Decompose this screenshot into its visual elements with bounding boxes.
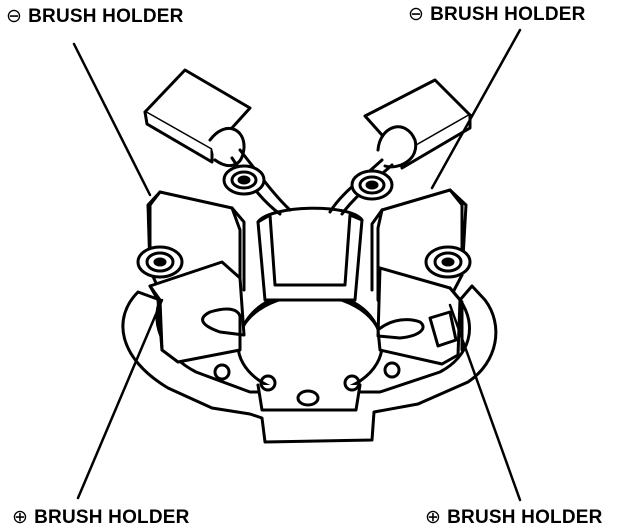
center-bracket-top: [256, 206, 364, 224]
bottom-tab: [256, 383, 362, 412]
leader-line-top-left: [72, 42, 152, 197]
lower-right-spring: [424, 245, 472, 279]
leader-line-bottom-right: [448, 303, 522, 502]
upper-right-brush-lead: [376, 125, 418, 169]
rivet-right-bottom: [343, 374, 361, 392]
center-bracket: [256, 213, 364, 302]
label-positive-brush-holder-bottom-right: ⊕BRUSH HOLDER: [425, 507, 603, 528]
positive-symbol-icon: ⊕: [425, 507, 442, 528]
commutator-opening: [236, 293, 384, 397]
rivet-left-bottom: [259, 374, 277, 392]
label-negative-brush-holder-top-right: ⊖BRUSH HOLDER: [408, 4, 586, 25]
leader-line-top-right: [430, 28, 522, 190]
rivet-left: [213, 363, 231, 381]
rivet-right: [383, 361, 401, 379]
base-plate: [121, 284, 498, 444]
upper-right-spring: [350, 169, 394, 201]
label-positive-brush-holder-bottom-left: ⊕BRUSH HOLDER: [12, 507, 190, 528]
upper-left-spring: [222, 164, 266, 196]
positive-symbol-icon: ⊕: [12, 507, 29, 528]
negative-symbol-icon: ⊖: [6, 6, 23, 27]
negative-symbol-icon: ⊖: [408, 4, 425, 25]
label-negative-brush-holder-top-left: ⊖BRUSH HOLDER: [6, 6, 184, 27]
lower-left-holder: [148, 260, 246, 364]
bottom-tab-hole: [296, 389, 320, 407]
upper-left-brush-lead: [208, 127, 246, 168]
leader-line-bottom-left: [76, 298, 164, 500]
lower-left-spring: [136, 245, 184, 279]
lower-right-terminal: [428, 310, 458, 348]
